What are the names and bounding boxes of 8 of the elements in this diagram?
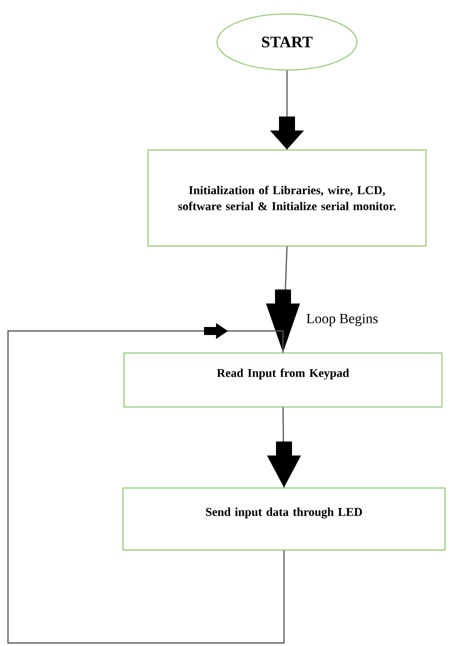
arrow <box>267 408 301 488</box>
loop-label: Loop Begins <box>306 314 378 326</box>
process-box: Initialization of Libraries, wire, LCD, software serial & Initialize serial monitor. <box>148 150 426 246</box>
process-box: Read Input from Keypad <box>124 352 442 408</box>
arrow <box>266 246 300 353</box>
loop-arrow <box>7 323 285 644</box>
arrow <box>270 70 304 150</box>
process-box: Send input data through LED <box>122 488 446 550</box>
